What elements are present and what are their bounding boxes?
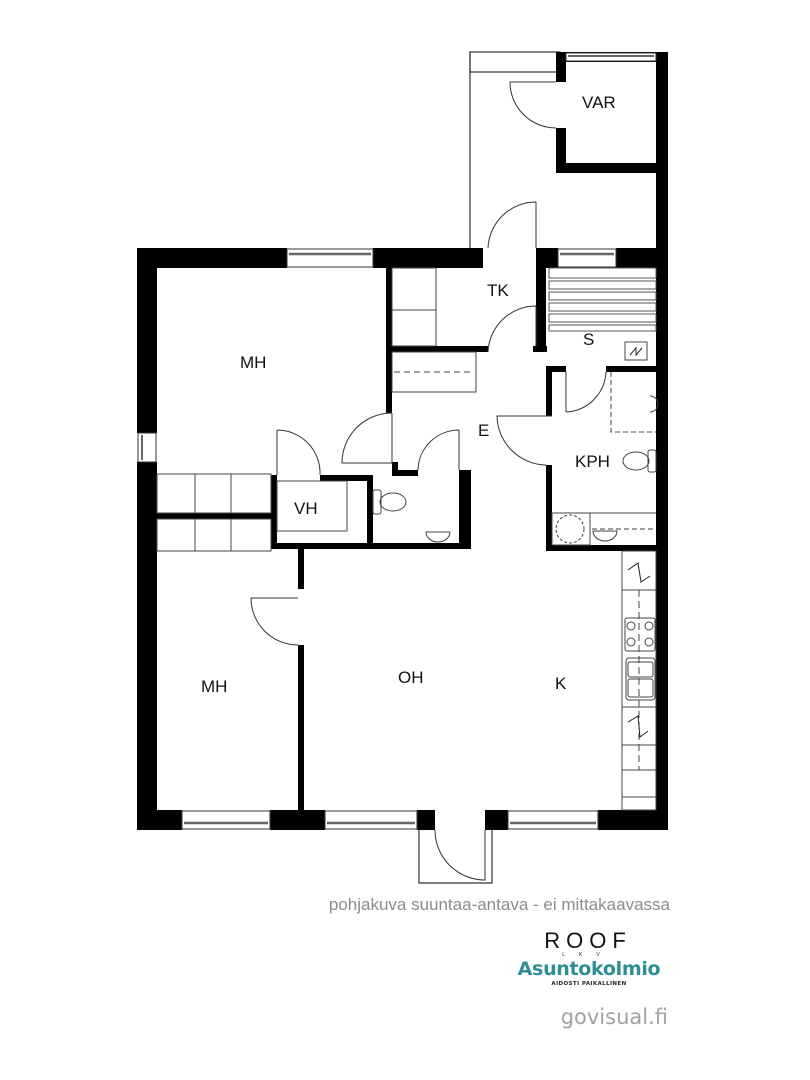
windows	[137, 52, 657, 830]
room-label-vh: VH	[294, 499, 318, 518]
doors	[250, 81, 607, 881]
fixtures	[156, 267, 659, 811]
disclaimer-caption: pohjakuva suuntaa-antava - ei mittakaava…	[328, 895, 670, 914]
room-label-mh-1: MH	[240, 353, 266, 372]
roof-logo: ROOF	[544, 928, 632, 953]
annex-outline	[469, 51, 561, 73]
room-label-tk: TK	[487, 281, 509, 300]
room-label-k: K	[555, 674, 567, 693]
room-label-oh: OH	[398, 668, 424, 687]
asuntokolmio-logo: Asuntokolmio	[517, 958, 661, 980]
room-label-e: E	[478, 421, 489, 440]
room-label-kph: KPH	[575, 452, 610, 471]
floor-plan: MH MH TK S E VH KPH OH K VAR	[137, 51, 668, 884]
asuntokolmio-tagline: AIDOSTI PAIKALLINEN	[551, 981, 627, 987]
room-label-s: S	[583, 330, 594, 349]
walls	[137, 52, 668, 830]
room-label-mh-2: MH	[201, 677, 227, 696]
roof-logo-subtitle: LKV	[562, 952, 614, 958]
website-credit: govisual.fi	[560, 1005, 668, 1029]
room-label-var: VAR	[582, 93, 616, 112]
room-labels: MH MH TK S E VH KPH OH K VAR	[201, 93, 616, 696]
